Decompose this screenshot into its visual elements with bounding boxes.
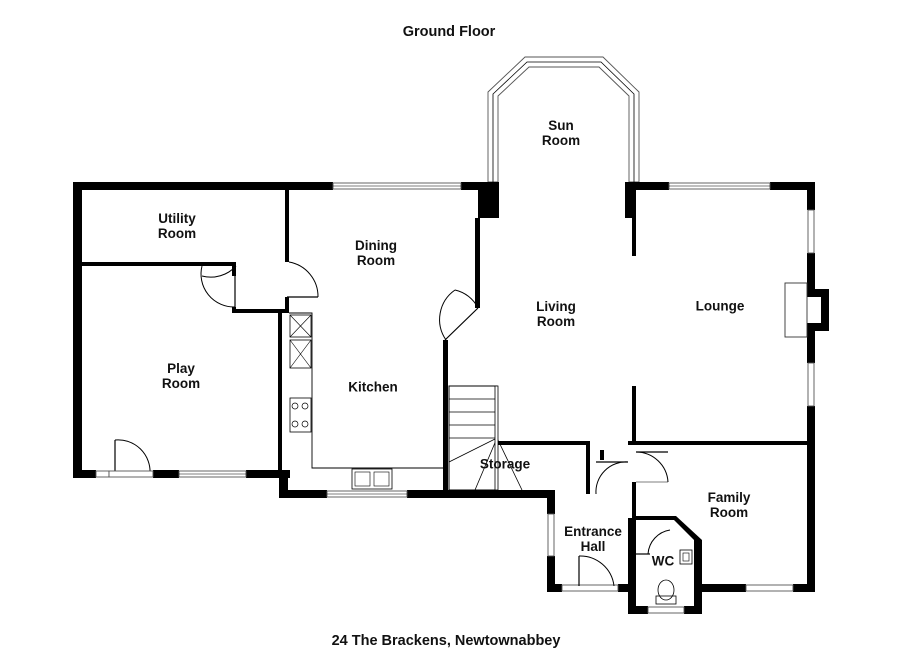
interior-walls (82, 190, 809, 544)
exterior-walls (73, 182, 829, 614)
room-label-kitchen: Kitchen (348, 379, 398, 395)
staircase (448, 385, 523, 491)
property-address: 24 The Brackens, Newtownabbey (331, 633, 561, 649)
room-label-utility-room: Utility Room (157, 211, 197, 241)
room-label-storage: Storage (479, 456, 531, 472)
room-label-lounge: Lounge (695, 298, 745, 314)
room-label-wc: WC (651, 553, 675, 569)
kitchen-units (289, 312, 443, 490)
room-label-sun-room: Sun Room (541, 118, 581, 148)
room-label-living-room: Living Room (536, 299, 576, 329)
wc-fittings (655, 549, 693, 605)
plan-title: Ground Floor (402, 24, 496, 40)
room-label-entrance-hall: Entrance Hall (564, 524, 622, 554)
room-label-play-room: Play Room (161, 361, 201, 391)
windows (95, 182, 815, 614)
doors (108, 261, 671, 587)
room-label-family-room: Family Room (707, 490, 751, 520)
room-label-dining-room: Dining Room (355, 238, 397, 268)
